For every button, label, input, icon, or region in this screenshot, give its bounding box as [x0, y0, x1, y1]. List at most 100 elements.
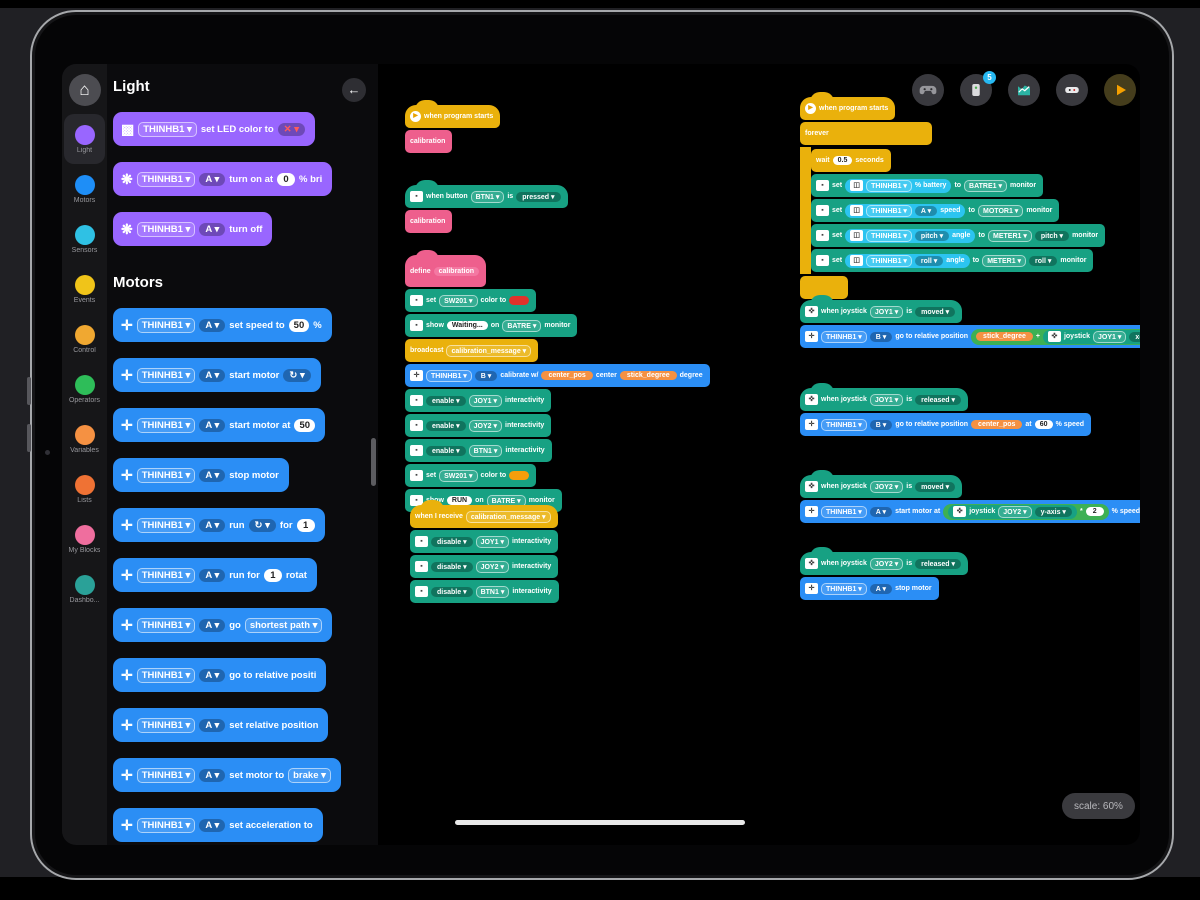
nested-block[interactable]: calibration: [433, 266, 480, 276]
nested-block[interactable]: ◫THINHB1 ▾% battery: [845, 178, 952, 193]
dropdown[interactable]: JOY2 ▾: [869, 480, 904, 493]
dropdown[interactable]: THINHB1 ▾: [136, 667, 196, 683]
dropdown[interactable]: THINHB1 ▾: [426, 369, 472, 382]
dropdown[interactable]: BATRE1 ▾: [964, 179, 1007, 192]
dropdown[interactable]: THINHB1 ▾: [866, 204, 912, 217]
dropdown[interactable]: METER1 ▾: [988, 229, 1032, 242]
dropdown[interactable]: THINHB1 ▾: [136, 567, 196, 583]
dropdown[interactable]: THINHB1 ▾: [136, 617, 196, 633]
value-input[interactable]: Waiting...: [446, 321, 488, 330]
dropdown[interactable]: enable ▾: [426, 395, 466, 406]
dropdown[interactable]: THINHB1 ▾: [136, 517, 196, 533]
color-swatch[interactable]: [509, 296, 530, 305]
dropdown[interactable]: THINHB1 ▾: [866, 179, 912, 192]
palette-block[interactable]: ❋THINHB1 ▾A ▾turn off: [113, 212, 273, 246]
nested-block[interactable]: ◫THINHB1 ▾A ▾speed: [845, 203, 966, 218]
hat-block[interactable]: ▶when program starts: [800, 92, 896, 120]
home-button[interactable]: ⌂: [68, 74, 101, 106]
value-input[interactable]: 0.5: [832, 156, 853, 165]
dropdown[interactable]: JOY2 ▾: [869, 557, 904, 570]
dropdown[interactable]: JOY2 ▾: [475, 560, 509, 573]
device-status-button[interactable]: 5: [960, 71, 996, 106]
dropdown[interactable]: A ▾: [869, 583, 893, 594]
dropdown[interactable]: JOY1 ▾: [475, 535, 509, 548]
dropdown[interactable]: A ▾: [199, 668, 226, 682]
hat-block[interactable]: ▶when program starts: [405, 100, 501, 128]
dropdown[interactable]: A ▾: [199, 618, 226, 632]
value-input[interactable]: 50: [294, 418, 316, 432]
dropdown[interactable]: ✕ ▾: [277, 122, 306, 136]
palette-block[interactable]: ▩THINHB1 ▾set LED color to✕ ▾: [113, 112, 316, 146]
palette-block[interactable]: ✛THINHB1 ▾A ▾go to relative positi: [113, 658, 327, 692]
monitor-chart-button[interactable]: [1008, 74, 1040, 106]
dropdown[interactable]: roll ▾: [1029, 255, 1058, 266]
dropdown[interactable]: THINHB1 ▾: [136, 367, 196, 383]
dropdown[interactable]: A ▾: [199, 518, 226, 532]
dropdown[interactable]: A ▾: [199, 222, 226, 236]
dropdown[interactable]: B ▾: [474, 370, 498, 381]
c-block-top[interactable]: forever: [800, 122, 932, 145]
dropdown[interactable]: released ▾: [915, 394, 961, 405]
stack-block[interactable]: ▪enable ▾JOY1 ▾interactivity: [405, 389, 552, 412]
dropdown[interactable]: A ▾: [199, 768, 226, 782]
dropdown[interactable]: disable ▾: [431, 561, 473, 572]
stack-block[interactable]: ▪disable ▾JOY2 ▾interactivity: [410, 555, 559, 578]
dropdown[interactable]: THINHB1 ▾: [136, 417, 196, 433]
dropdown[interactable]: A ▾: [199, 318, 226, 332]
color-swatch[interactable]: [509, 471, 530, 480]
dropdown[interactable]: JOY1 ▾: [468, 394, 502, 407]
sidebar-item-light[interactable]: Light: [64, 114, 105, 164]
nested-block[interactable]: ◫THINHB1 ▾roll ▾angle: [845, 253, 970, 268]
dropdown[interactable]: x-axis ▾: [1129, 331, 1140, 342]
stack-block[interactable]: ▪enable ▾JOY2 ▾interactivity: [405, 414, 552, 437]
dropdown[interactable]: THINHB1 ▾: [136, 767, 196, 783]
dropdown[interactable]: calibration_message ▾: [465, 510, 551, 523]
nested-block[interactable]: ◫THINHB1 ▾pitch ▾angle: [845, 228, 976, 243]
dropdown[interactable]: BTN1 ▾: [468, 444, 503, 457]
dropdown[interactable]: A ▾: [199, 718, 226, 732]
sidebar-item-motors[interactable]: Motors: [64, 164, 105, 214]
dropdown[interactable]: disable ▾: [431, 586, 473, 597]
dropdown[interactable]: A ▾: [199, 368, 226, 382]
palette-block[interactable]: ✛THINHB1 ▾A ▾start motor↻ ▾: [113, 358, 321, 392]
dropdown[interactable]: MOTOR1 ▾: [978, 204, 1024, 217]
variable-pill[interactable]: center_pos: [971, 420, 1023, 429]
dropdown[interactable]: JOY1 ▾: [869, 393, 904, 406]
sidebar-item-lists[interactable]: Lists: [64, 464, 105, 514]
stack-block[interactable]: ▪enable ▾BTN1 ▾interactivity: [405, 439, 552, 462]
stack-block[interactable]: ▪disable ▾BTN1 ▾interactivity: [410, 580, 559, 603]
dropdown[interactable]: THINHB1 ▾: [821, 330, 867, 343]
sidebar-item-dashbo-[interactable]: Dashbo...: [64, 564, 105, 614]
dropdown[interactable]: THINHB1 ▾: [866, 229, 912, 242]
variable-pill[interactable]: center_pos: [541, 371, 593, 380]
dropdown[interactable]: THINHB1 ▾: [136, 221, 196, 237]
dropdown[interactable]: B ▾: [869, 331, 893, 342]
run-button[interactable]: [1104, 74, 1136, 106]
dropdown[interactable]: roll ▾: [914, 255, 944, 266]
